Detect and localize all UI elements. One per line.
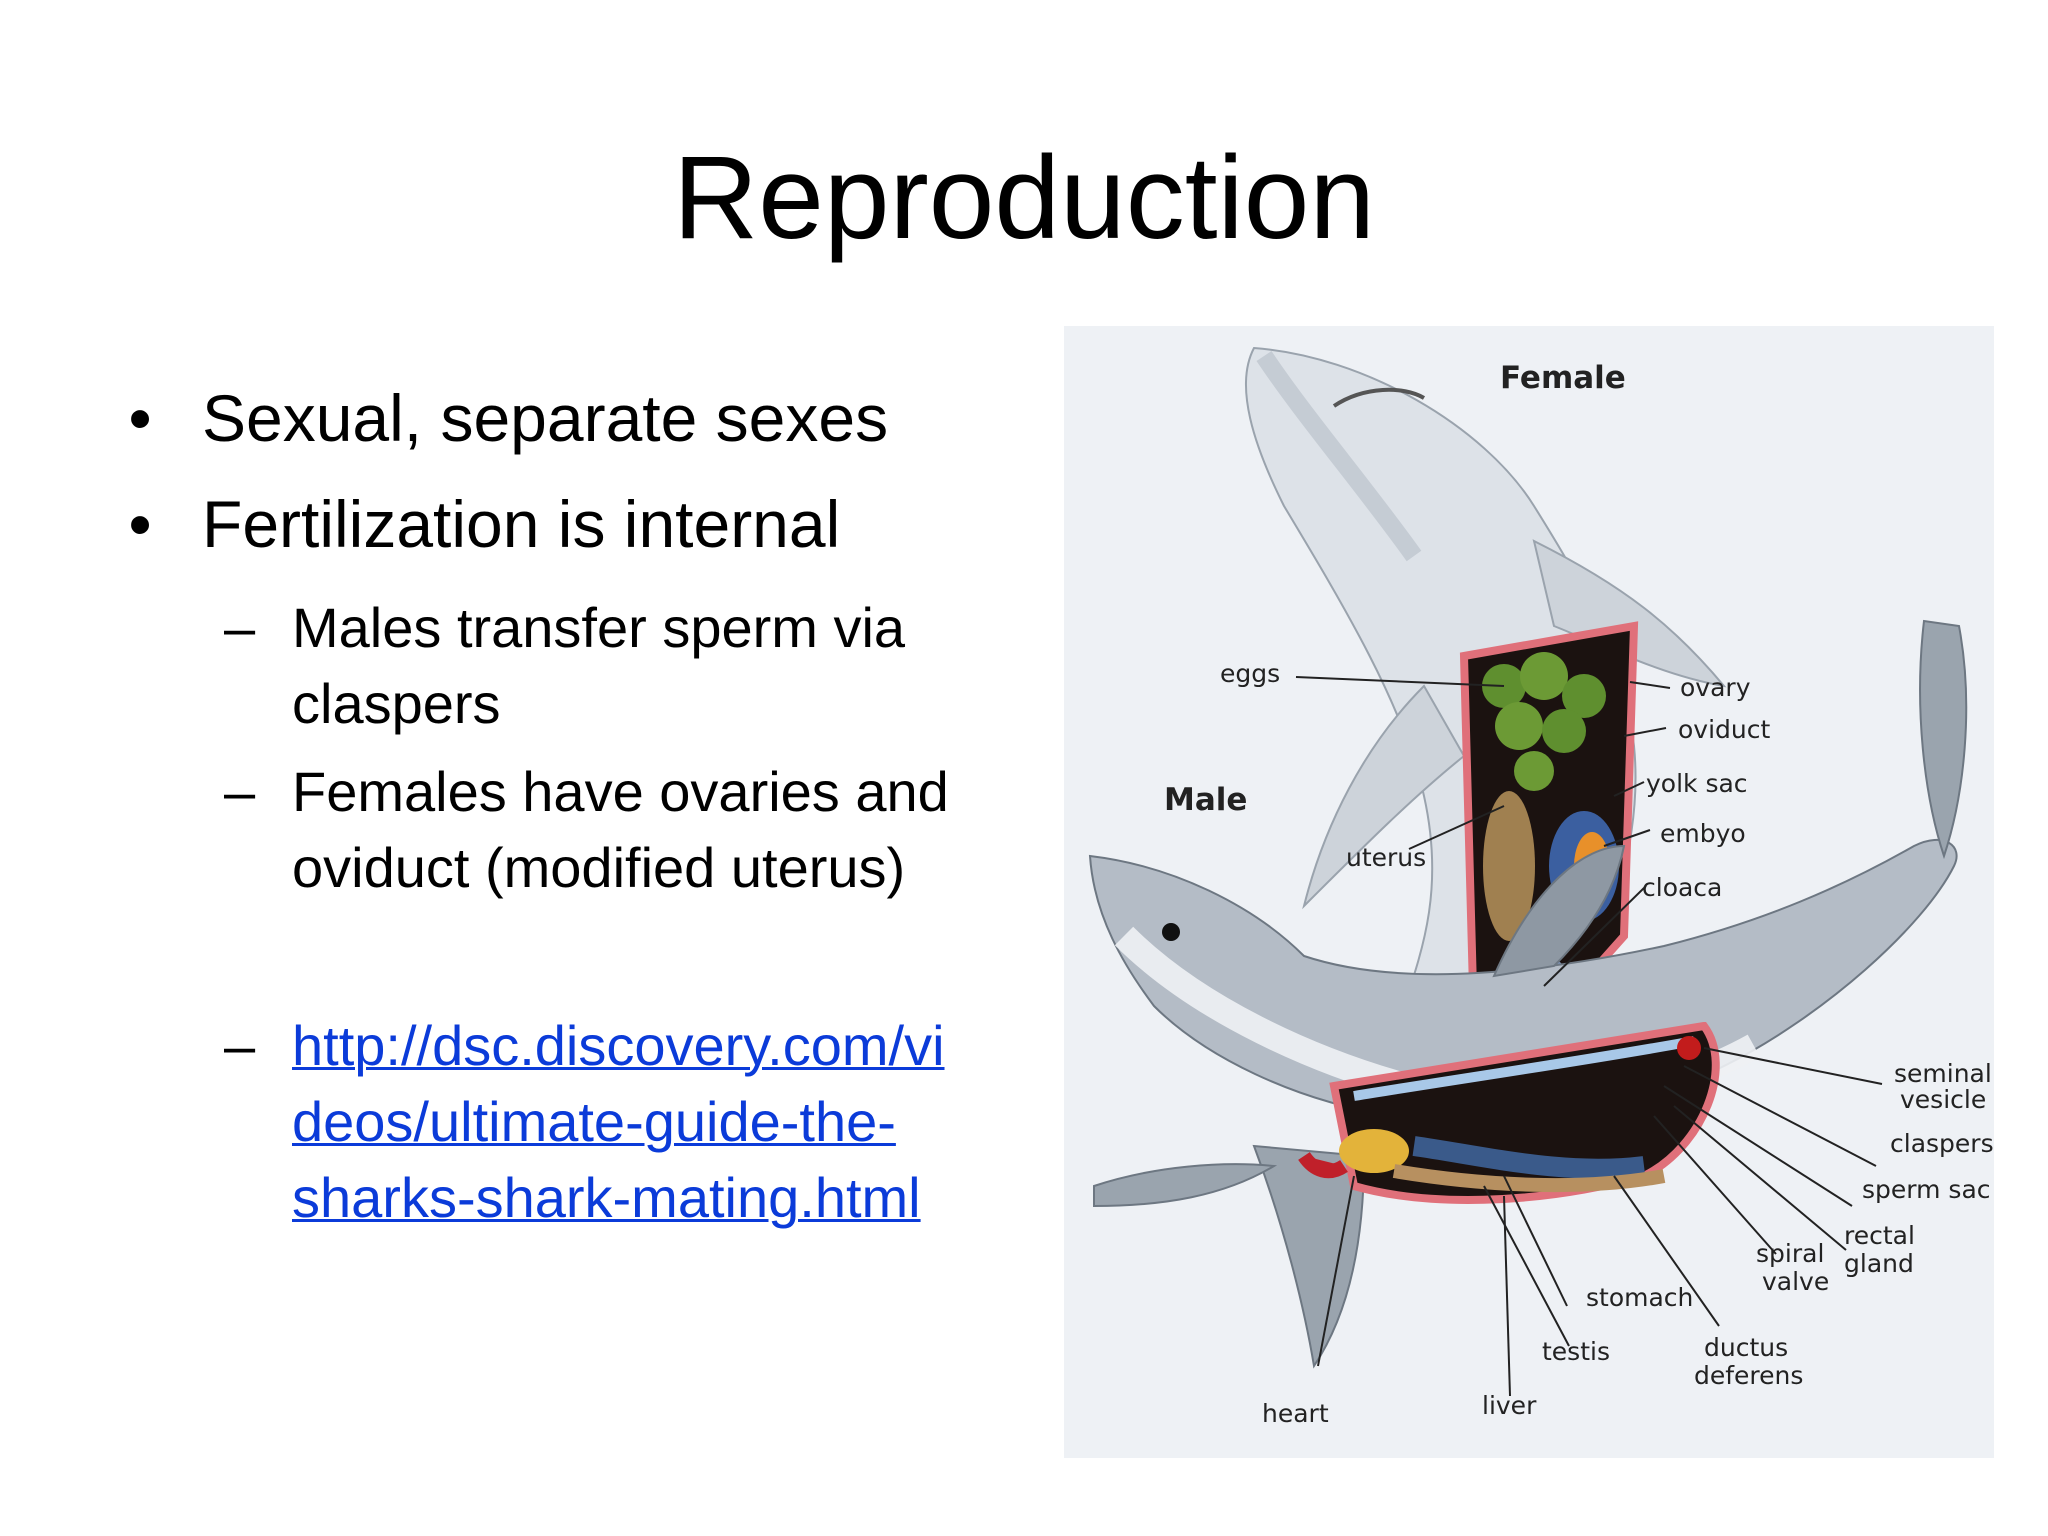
label-testis: testis [1542,1337,1610,1366]
slide-body: • Sexual, separate sexes • Fertilization… [120,378,1020,1248]
label-seminal: seminal [1894,1059,1992,1088]
label-valve: valve [1762,1267,1829,1296]
female-fin-left [1302,684,1466,910]
label-claspers: claspers [1890,1129,1994,1158]
bullet-item: • Fertilization is internal [120,484,1020,564]
male-dorsal-fin [1492,844,1626,978]
shark-anatomy-figure: Female Male eggs ovary oviduct yolk sac … [1064,326,1994,1458]
label-liver: liver [1482,1391,1537,1420]
slide-title: Reproduction [673,132,1375,264]
male-lower-fin [1093,1163,1278,1208]
label-gland: gland [1844,1249,1914,1278]
bullet-item: • Sexual, separate sexes [120,378,1020,458]
label-oviduct: oviduct [1678,715,1770,744]
bullet-text: Sexual, separate sexes [202,381,889,455]
dash-marker: – [224,1014,256,1077]
video-link[interactable]: http://dsc.discovery.com/vi deos/ultimat… [292,1014,945,1229]
dash-marker: – [224,596,256,659]
bullet-marker: • [128,487,152,561]
label-uterus: uterus [1346,843,1426,872]
label-female: Female [1500,360,1626,396]
label-heart: heart [1262,1399,1329,1428]
label-ovary: ovary [1680,673,1751,702]
label-sperm-sac: sperm sac [1862,1175,1991,1204]
dash-marker: – [224,760,256,823]
label-yolk-sac: yolk sac [1646,769,1748,798]
label-vesicle: vesicle [1900,1085,1986,1114]
bullet-text: Fertilization is internal [202,487,841,561]
shark-anatomy-illustration: Female Male eggs ovary oviduct yolk sac … [1088,346,1994,1428]
label-cloaca: cloaca [1642,873,1722,902]
label-spiral: spiral [1756,1239,1824,1268]
label-deferens: deferens [1694,1361,1803,1390]
link-line-3[interactable]: sharks-shark-mating.html [292,1166,921,1229]
label-embyo: embyo [1660,819,1746,848]
male-cutaway [1298,1021,1720,1204]
male-eye [1162,923,1180,941]
sub-bullet-item: – Males transfer sperm via claspers [120,590,1020,742]
sub-bullet-text: Females have ovaries and oviduct (modifi… [292,760,949,899]
link-item: – http://dsc.discovery.com/vi deos/ultim… [120,1008,1020,1236]
label-eggs: eggs [1220,659,1280,688]
label-stomach: stomach [1586,1283,1693,1312]
label-male: Male [1164,782,1247,818]
sub-bullet-text: Males transfer sperm via claspers [292,596,906,735]
link-line-2[interactable]: deos/ultimate-guide-the- [292,1090,896,1153]
label-leader-lines [1295,676,1883,1397]
male-pectoral-fin [1252,1144,1366,1369]
sub-bullet-item: – Females have ovaries and oviduct (modi… [120,754,1020,906]
bullet-marker: • [128,381,152,455]
label-rectal: rectal [1844,1221,1915,1250]
label-ductus: ductus [1704,1333,1788,1362]
male-tail-upper [1919,619,1968,860]
link-line-1[interactable]: http://dsc.discovery.com/vi [292,1014,945,1077]
